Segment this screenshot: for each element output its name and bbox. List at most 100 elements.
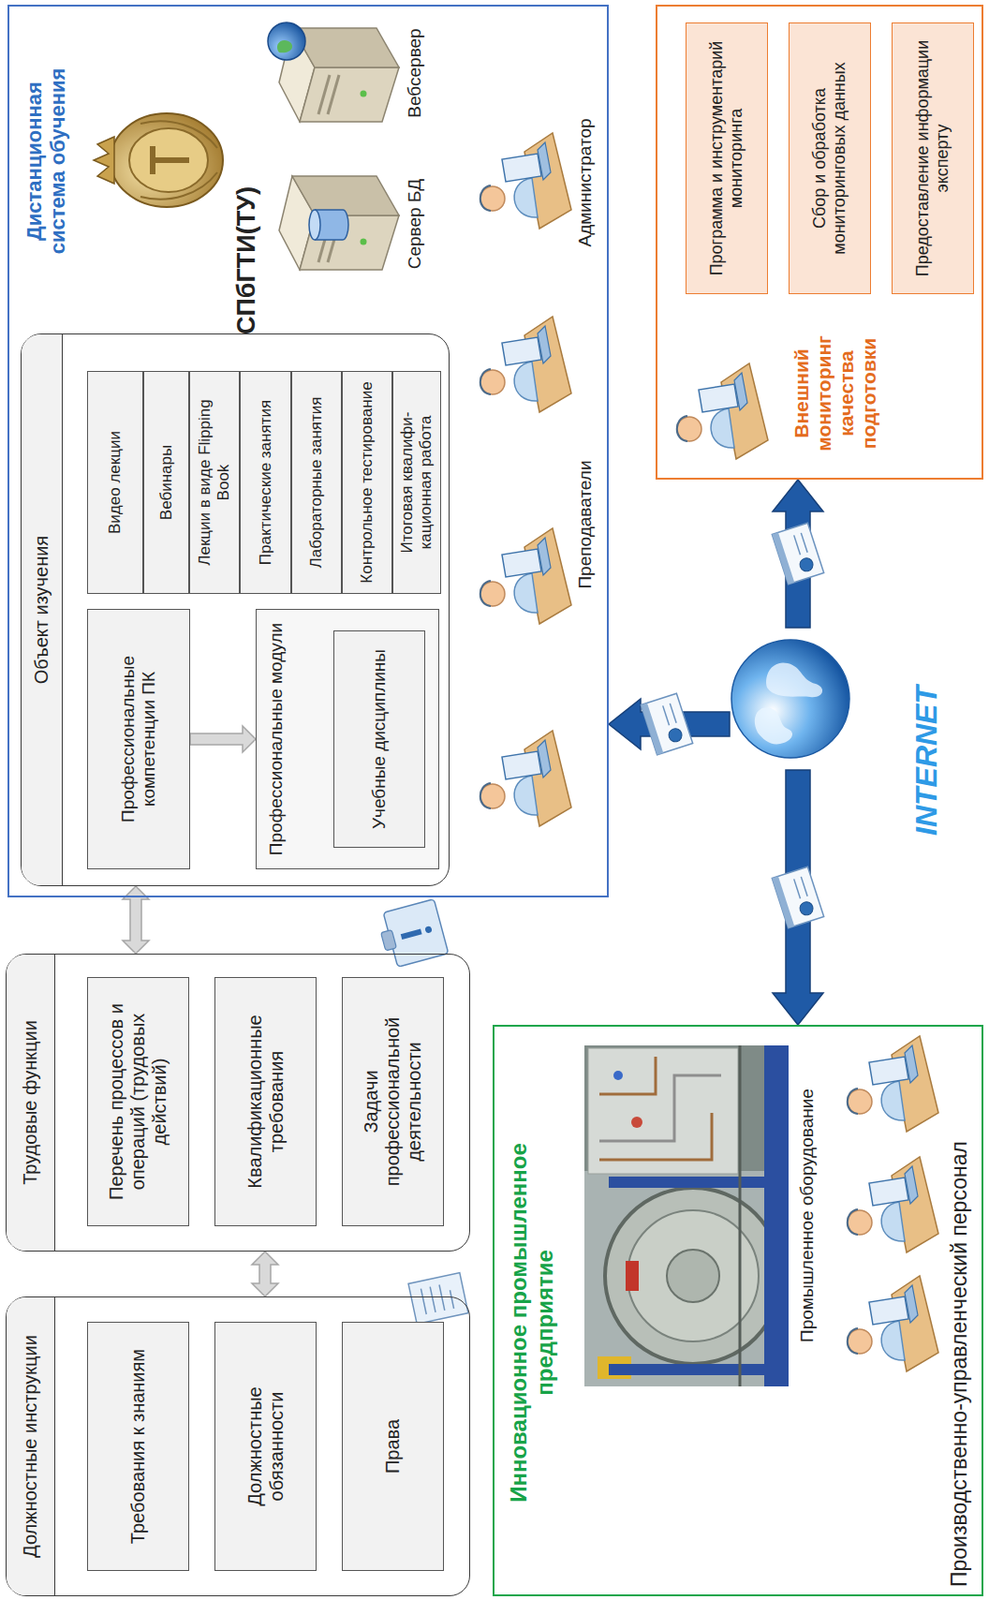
equipment-photo: [764, 1045, 789, 1387]
node-text: Профессиональные модули: [265, 620, 287, 857]
university-logo: [93, 113, 223, 207]
web-page-icon: [771, 866, 824, 929]
process-box: Вебинары: [143, 370, 190, 594]
web-server-icon: [277, 40, 293, 53]
node-text: Сбор и обработка мониторинговых данных: [810, 32, 849, 284]
badge-icon: [381, 929, 398, 951]
equipment-photo: [608, 1176, 768, 1188]
equipment-photo: [584, 1045, 789, 1387]
node-text: Дистанционная система обучения: [22, 48, 71, 274]
university-logo: [129, 128, 208, 192]
person-icon: [847, 1275, 939, 1372]
panel-header: Трудовые функции: [6, 954, 56, 1251]
document-icon: [408, 1272, 469, 1325]
web-page-icon: [669, 703, 677, 724]
db-server-icon: [279, 176, 399, 270]
caption-label: Промышленное оборудование: [797, 1044, 818, 1387]
process-box: Требования к знаниям: [87, 1321, 190, 1571]
web-page-icon: [640, 693, 693, 755]
internet-globe: INTERNET: [729, 627, 853, 770]
db-server-icon: [309, 209, 321, 240]
process-box: Должностные обязанности: [214, 1321, 317, 1571]
node-text: Лабораторные занятия: [307, 397, 326, 569]
node-text: Видео лекции: [105, 430, 125, 534]
document-icon: [439, 1284, 445, 1310]
web-page-icon: [666, 726, 684, 744]
panel-header: Объект изучения: [21, 334, 63, 886]
node-text: INTERNET: [909, 693, 945, 836]
person-icon: [480, 132, 572, 229]
caption-label: Сервер БД: [404, 162, 426, 285]
node-text: Трудовые функции: [19, 1019, 42, 1185]
connector-arrow: [772, 769, 824, 1025]
web-page-icon: [663, 705, 670, 725]
node-text: Внешний мониторинг качества подготовки: [790, 320, 882, 467]
node-text: Перечень процессов и операций (трудовых …: [105, 985, 171, 1218]
globe-shape: [754, 707, 793, 744]
web-page-icon: [771, 522, 824, 585]
equipment-photo: [608, 1363, 768, 1375]
process-box: Профессиональные компетенции ПК: [87, 608, 191, 870]
process-box: Квалификационные требования: [214, 976, 317, 1226]
university-logo: [140, 120, 218, 148]
equipment-photo: [599, 1112, 712, 1160]
process-box: Учебные дисциплины: [333, 630, 426, 848]
node-text: Задачи профессиональной деятельности: [360, 985, 426, 1218]
university-logo: [149, 157, 190, 163]
node-text: Квалификационные требования: [244, 985, 288, 1218]
equipment-photo: [588, 1048, 739, 1174]
node-text: Практические занятия: [256, 399, 276, 565]
process-box: Перечень процессов и операций (трудовых …: [87, 976, 190, 1226]
document-icon: [420, 1288, 427, 1314]
process-box: Лабораторные занятия: [291, 370, 342, 594]
process-box: Итоговая квалифи- кационная работа: [392, 370, 442, 594]
connector-arrow: [251, 1251, 279, 1297]
panel-header: Должностные инструкции: [6, 1297, 56, 1595]
caption-label: Администратор: [575, 103, 596, 263]
node-text: Предоставление информации эксперту: [913, 32, 952, 284]
node-text: Должностные обязанности: [244, 1329, 288, 1563]
region-box: Внешний мониторинг качества подготовки Пр…: [655, 4, 984, 480]
process-box: Видео лекции: [87, 370, 144, 594]
node-text: Итоговая квалифи- кационная работа: [398, 379, 435, 586]
caption-label: Производственно-управленческий персонал: [946, 1029, 972, 1587]
node-text: Должностные инструкции: [19, 1334, 42, 1558]
equipment-photo: [625, 1260, 639, 1291]
equipment-photo: [613, 1070, 623, 1080]
document-icon: [408, 1272, 469, 1325]
db-server-icon: [279, 176, 399, 270]
web-server-icon: [267, 22, 399, 122]
process-box: Практические занятия: [239, 370, 292, 594]
web-page-icon: [771, 866, 824, 929]
panel-box: Трудовые функции Перечень процессов и опе…: [5, 953, 471, 1252]
process-box: Задачи профессиональной деятельности: [341, 976, 444, 1226]
caption-label: СПбГТИ(ТУ): [232, 166, 262, 355]
person-icon: [480, 528, 572, 624]
equipment-photo: [599, 1056, 656, 1094]
web-server-icon: [267, 22, 306, 60]
equipment-photo: [584, 1045, 789, 1387]
process-box: Лекции в виде Flipping Book: [189, 370, 240, 594]
web-page-icon: [640, 702, 664, 754]
monitoring-box: Предоставление информации эксперту: [891, 22, 975, 295]
person-icon: [677, 363, 768, 459]
university-logo: [140, 172, 218, 200]
university-logo: [93, 136, 115, 184]
web-page-icon: [794, 534, 801, 555]
globe-shape: [766, 662, 823, 697]
connector-arrow: [772, 479, 824, 628]
node-text: Инновационное промышленное предприятие: [505, 1088, 558, 1557]
web-page-icon: [771, 875, 795, 928]
web-page-icon: [797, 900, 815, 917]
web-page-icon: [771, 531, 795, 584]
region-box: Инновационное промышленное предприятие: [492, 1024, 984, 1596]
equipment-photo: [738, 1045, 742, 1387]
person-icon: [480, 730, 572, 827]
monitoring-box: Сбор и обработка мониторинговых данных: [788, 22, 871, 295]
panel-box: Должностные инструкции Требования к знани…: [5, 1296, 471, 1596]
globe-shape: [731, 639, 850, 758]
process-box: Контрольное тестирование: [341, 370, 393, 594]
web-page-icon: [797, 556, 815, 574]
badge-icon: [375, 899, 448, 970]
